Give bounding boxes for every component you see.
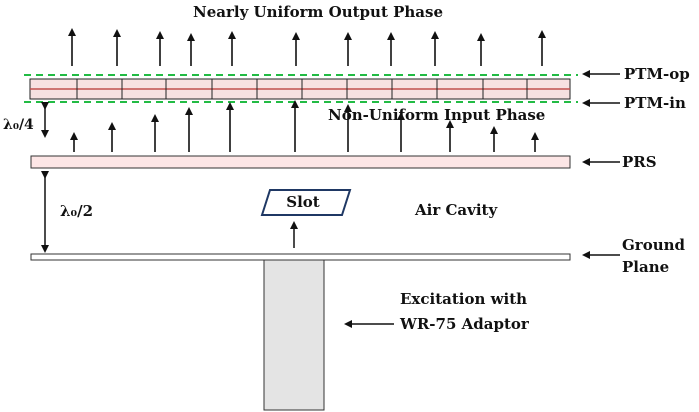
input-phase-arrows <box>70 100 539 152</box>
air-cavity-label: Air Cavity <box>414 201 498 219</box>
output-phase-title: Nearly Uniform Output Phase <box>193 3 443 21</box>
ptm-op-label: PTM-op <box>624 65 690 83</box>
ground-plane <box>30 253 571 261</box>
prs-label: PRS <box>622 153 657 171</box>
ground-plane-label-line2: Plane <box>622 258 669 276</box>
wr75-adaptor-body <box>263 259 325 411</box>
slot-label: Slot <box>286 193 320 211</box>
excitation-label-line2: WR-75 Adaptor <box>399 315 530 333</box>
ptm-in-label: PTM-in <box>624 94 686 112</box>
lambda-quarter-label: λ₀/4 <box>3 117 34 133</box>
ground-plane-label-line1: Ground <box>622 236 686 254</box>
lambda-half-label: λ₀/2 <box>60 202 93 220</box>
ptm-unit-cells <box>76 79 528 99</box>
input-phase-label: Non-Uniform Input Phase <box>328 106 545 124</box>
prs-layer <box>30 155 571 169</box>
output-phase-arrows <box>68 28 546 66</box>
excitation-label-line1: Excitation with <box>400 290 527 308</box>
slot-shape <box>260 189 352 216</box>
